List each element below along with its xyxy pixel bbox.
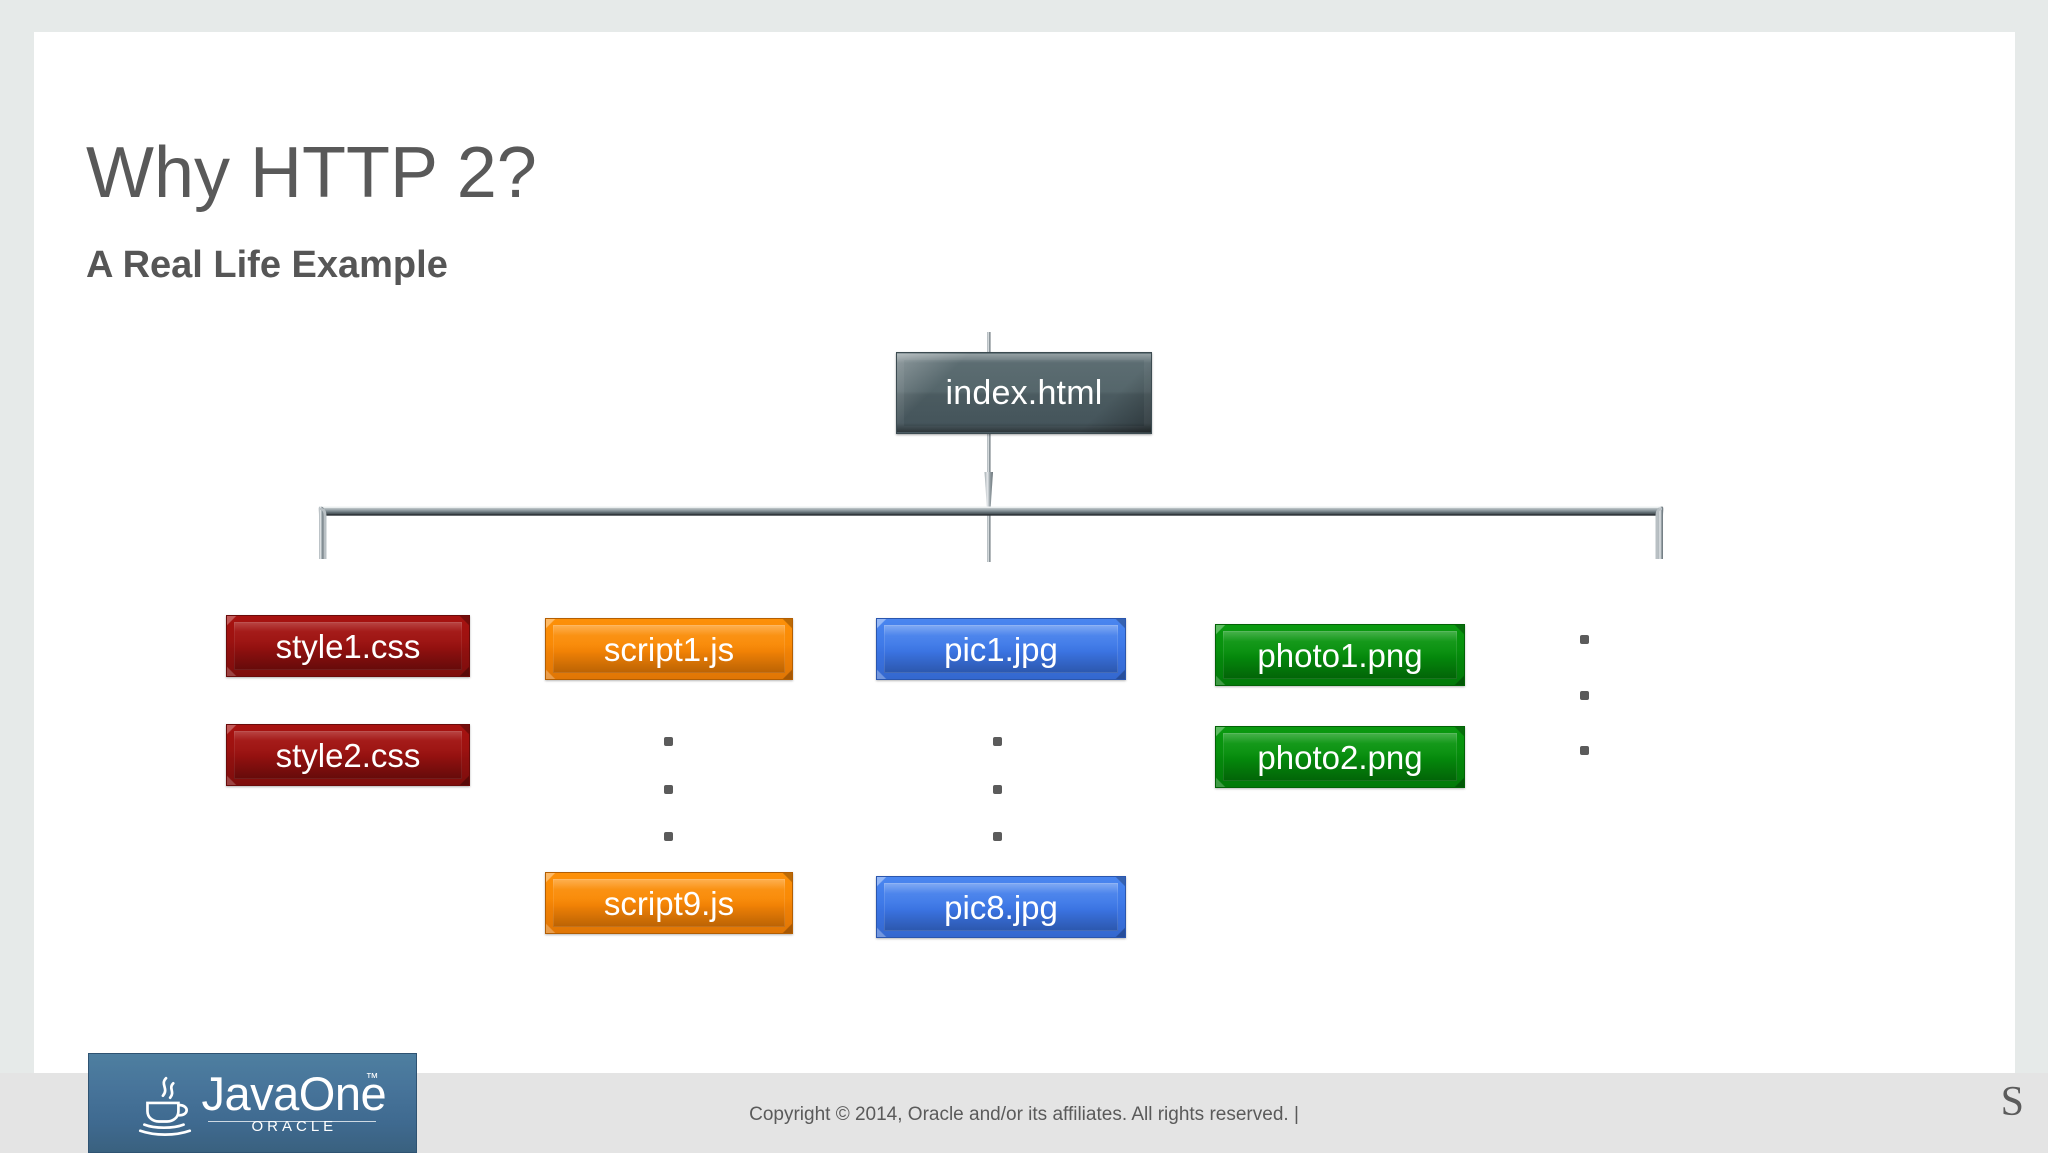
ellipsis-dot xyxy=(993,832,1002,841)
ellipsis-scripts xyxy=(664,737,673,841)
ellipsis-dot xyxy=(1580,635,1589,644)
corner-letter: S xyxy=(2000,1079,2024,1125)
node-label: index.html xyxy=(945,374,1103,412)
resource-tree-diagram: index.html style1.css style2.css script1… xyxy=(34,32,2015,1073)
page-subtitle: A Real Life Example xyxy=(86,244,448,286)
ellipsis-dot xyxy=(993,784,1002,794)
node-label: photo2.png xyxy=(1257,738,1423,776)
node-script9-js[interactable]: script9.js xyxy=(545,872,793,934)
node-label: script1.js xyxy=(603,630,735,668)
ellipsis-dot xyxy=(664,737,673,746)
node-label: style1.css xyxy=(275,627,421,665)
ellipsis-dot xyxy=(664,832,673,841)
node-style1-css[interactable]: style1.css xyxy=(226,615,470,677)
node-pic1-jpg[interactable]: pic1.jpg xyxy=(876,618,1126,680)
node-label: style2.css xyxy=(275,736,421,774)
ellipsis-dot xyxy=(664,784,673,794)
java-cup-icon xyxy=(138,1076,191,1136)
node-style2-css[interactable]: style2.css xyxy=(226,724,470,786)
node-photo2-png[interactable]: photo2.png xyxy=(1215,726,1465,788)
node-label: pic8.jpg xyxy=(944,888,1058,926)
ellipsis-dot xyxy=(1580,690,1589,700)
page-title: Why HTTP 2? xyxy=(86,133,537,213)
node-label: pic1.jpg xyxy=(944,630,1058,668)
javaone-logo: JavaOne ™ ORACLE xyxy=(88,1053,417,1153)
node-index-html[interactable]: index.html xyxy=(896,352,1152,434)
ellipsis-more-resources xyxy=(1580,635,1589,755)
ellipsis-dot xyxy=(1580,746,1589,755)
logo-wordmark: JavaOne xyxy=(201,1067,387,1120)
logo-trademark-icon: ™ xyxy=(365,1070,379,1085)
logo-inner: JavaOne ™ ORACLE xyxy=(128,1066,387,1140)
logo-oracle-text: ORACLE xyxy=(251,1118,338,1135)
ellipsis-dot xyxy=(993,737,1002,746)
node-script1-js[interactable]: script1.js xyxy=(545,618,793,680)
ellipsis-pictures xyxy=(993,737,1002,841)
node-pic8-jpg[interactable]: pic8.jpg xyxy=(876,876,1126,938)
node-label: photo1.png xyxy=(1257,636,1423,674)
copyright-text: Copyright © 2014, Oracle and/or its affi… xyxy=(749,1104,1299,1125)
slide-canvas: Why HTTP 2? A Real Life Example xyxy=(34,32,2015,1073)
node-label: script9.js xyxy=(603,884,735,922)
logo-divider xyxy=(207,1121,376,1122)
node-photo1-png[interactable]: photo1.png xyxy=(1215,624,1465,686)
